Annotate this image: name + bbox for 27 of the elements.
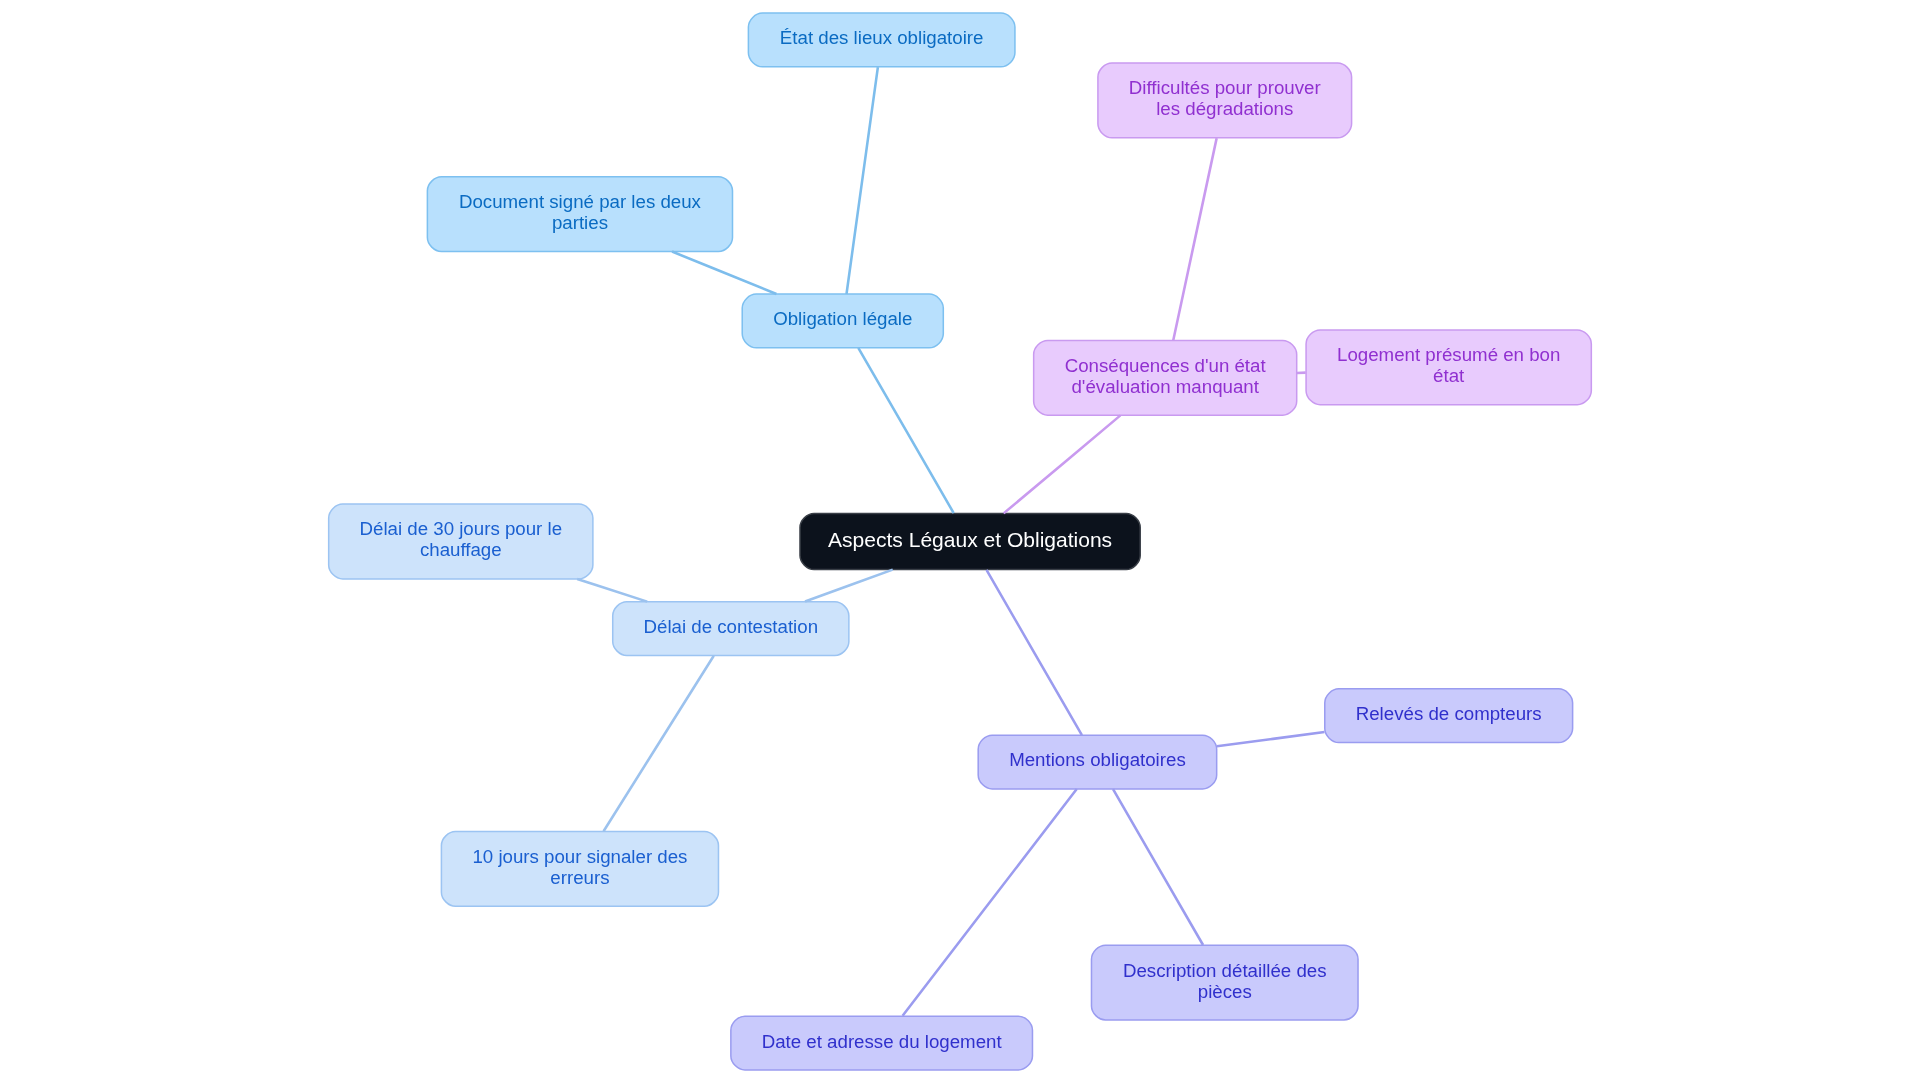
node-box: Date et adresse du logement — [730, 1015, 1034, 1071]
connector — [1296, 371, 1306, 375]
node-box: Conséquences d'un état d'évaluation manquant — [1032, 339, 1298, 416]
connector — [1171, 137, 1218, 341]
node-box: Obligation légale — [741, 293, 945, 349]
connector — [576, 577, 648, 603]
connector — [845, 67, 880, 295]
connector — [857, 347, 955, 514]
connector — [985, 569, 1084, 736]
node-box: Relevés de compteurs — [1324, 688, 1574, 744]
node-box: Aspects Légaux et Obligations — [799, 512, 1141, 571]
node-box: Logement présumé en bon état — [1305, 329, 1593, 406]
connector — [901, 788, 1078, 1017]
connector — [671, 250, 777, 296]
connector — [804, 568, 894, 603]
node-box: Délai de contestation — [611, 600, 850, 657]
node-box: Description détaillée des pièces — [1090, 944, 1359, 1021]
connector — [1216, 730, 1325, 748]
connector — [1002, 414, 1122, 515]
connector — [1111, 788, 1205, 946]
node-box: État des lieux obligatoire — [747, 12, 1016, 68]
node-box: Difficultés pour prouver les dégradations — [1097, 62, 1353, 139]
connector — [602, 655, 715, 832]
node-box: Document signé par les deux parties — [426, 175, 734, 253]
node-box: 10 jours pour signaler des erreurs — [440, 830, 720, 908]
node-box: Délai de 30 jours pour le chauffage — [327, 503, 594, 580]
node-box: Mentions obligatoires — [977, 734, 1218, 790]
